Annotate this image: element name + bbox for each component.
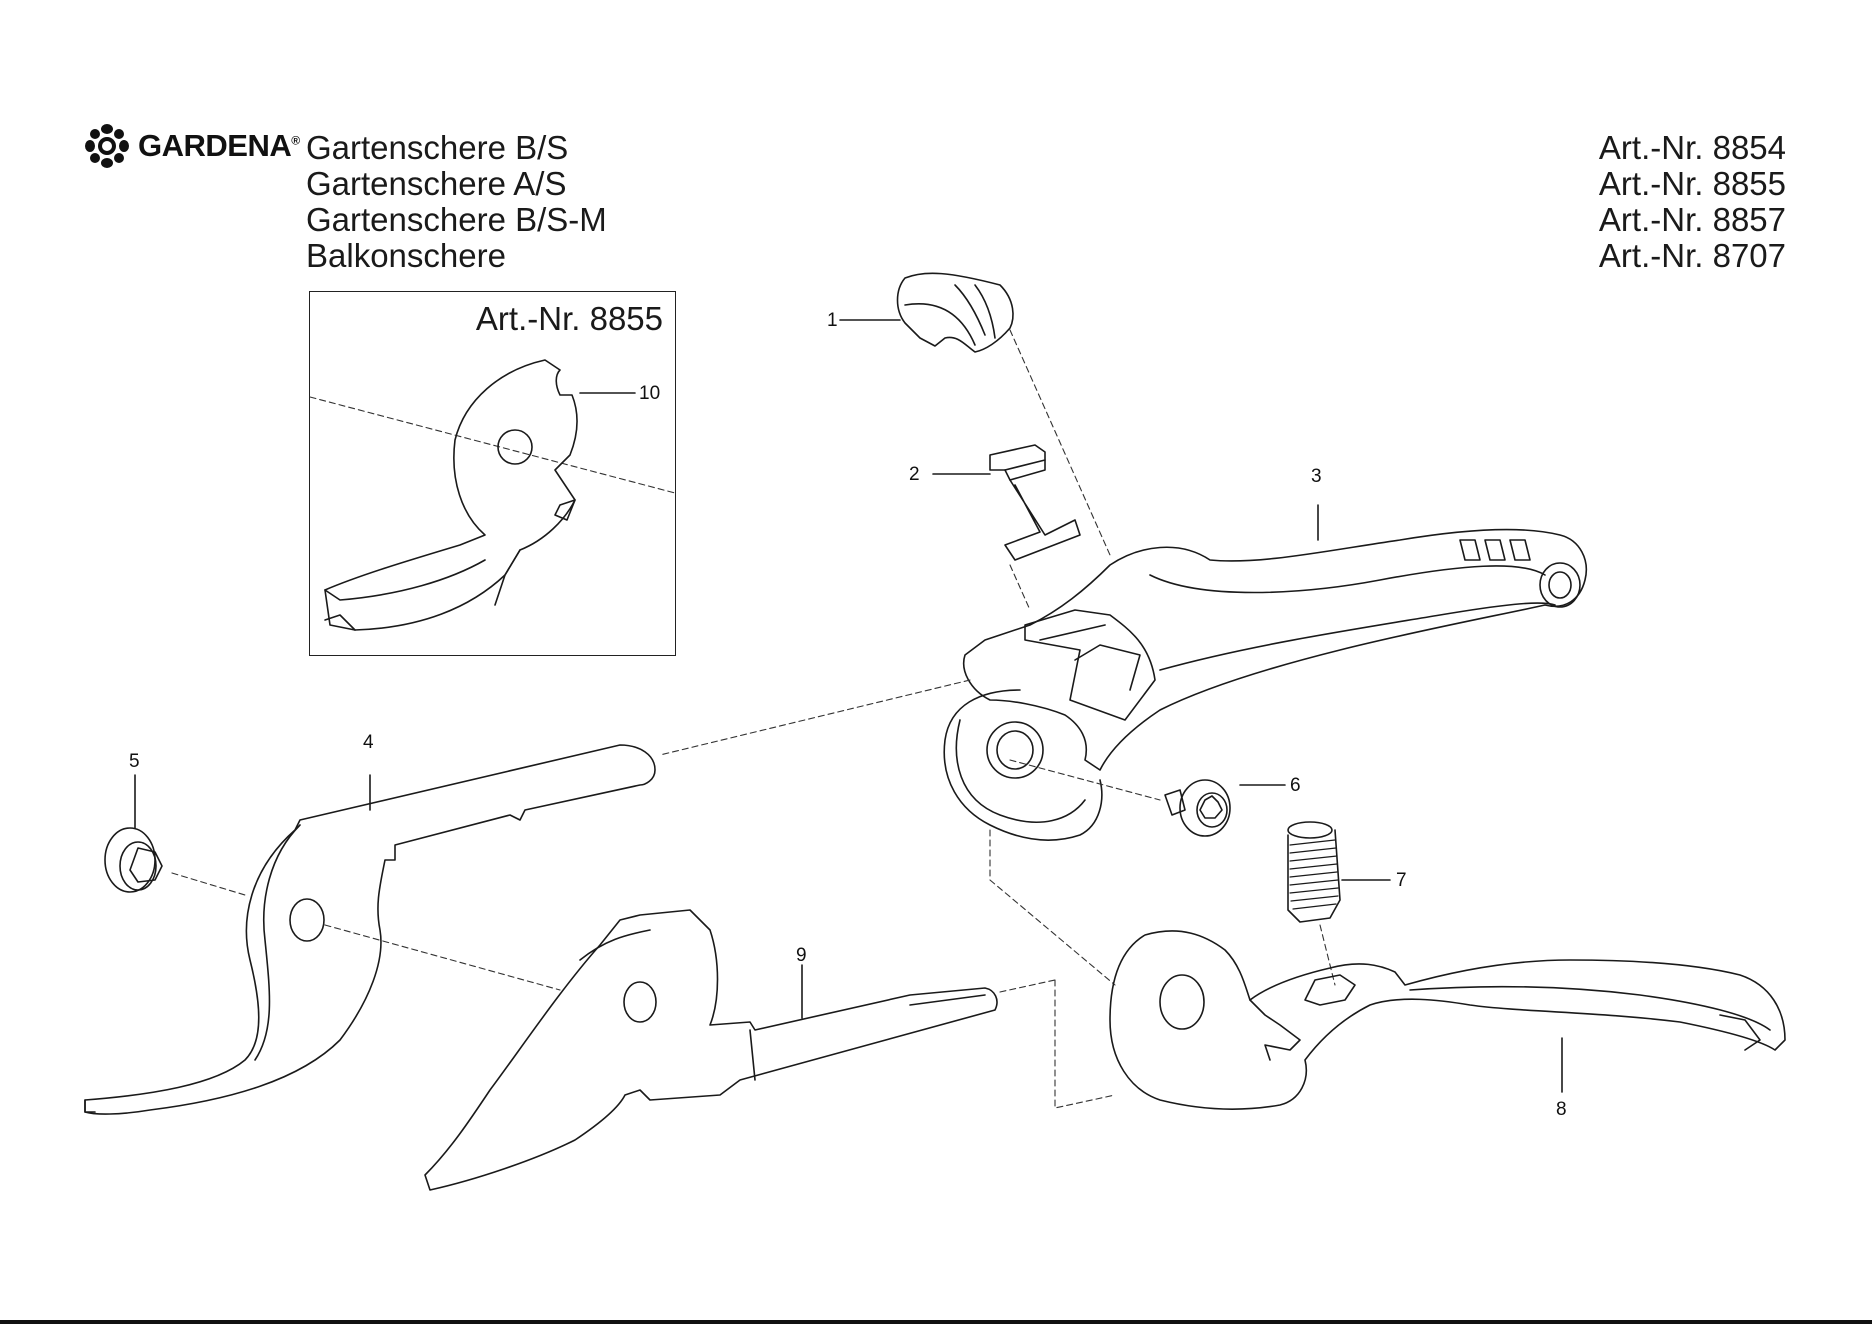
part-7-spring: [1288, 822, 1390, 985]
part-4-anvil: [85, 745, 655, 1114]
part-1-cap: [840, 273, 1110, 555]
part-8-handle: [1110, 931, 1785, 1109]
callout-6: 6: [1290, 776, 1301, 795]
callout-3: 3: [1311, 467, 1322, 486]
callout-1: 1: [827, 311, 838, 330]
part-9-blade: [425, 910, 1115, 1190]
callout-10: 10: [639, 384, 660, 403]
part-10-blade: [310, 360, 675, 630]
callout-9: 9: [796, 946, 807, 965]
part-3-handle: [944, 505, 1586, 840]
callout-4: 4: [363, 733, 374, 752]
part-2-latch: [933, 445, 1080, 610]
part-6-screw: [1165, 780, 1285, 836]
bottom-rule: [0, 1320, 1872, 1324]
callout-5: 5: [129, 752, 140, 771]
callout-2: 2: [909, 465, 920, 484]
callout-8: 8: [1556, 1100, 1567, 1119]
part-5-nut: [105, 775, 245, 895]
callout-7: 7: [1396, 871, 1407, 890]
